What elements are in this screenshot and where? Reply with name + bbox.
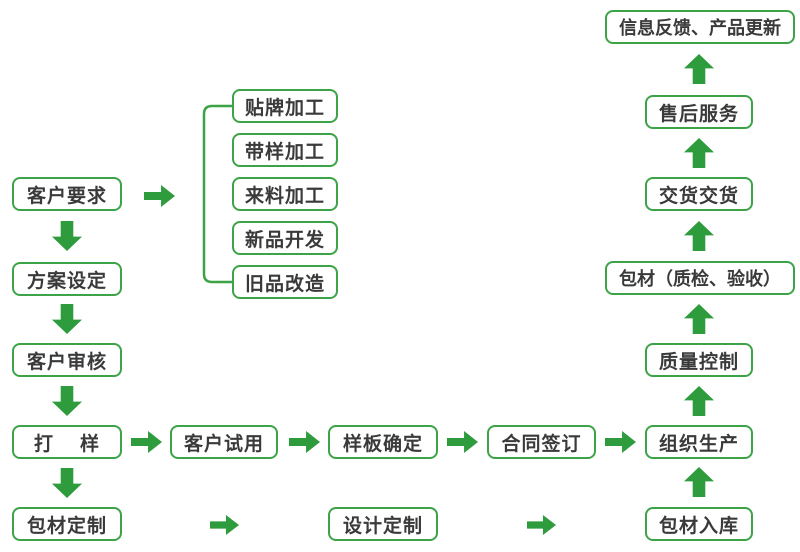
arrow-right-icon	[144, 185, 175, 207]
arrow-up-icon	[684, 138, 714, 168]
arrow-down-icon	[52, 221, 82, 251]
arrow-up-icon	[684, 467, 714, 497]
node-customer-request: 客户要求	[12, 177, 122, 211]
node-packaging-storage: 包材入库	[645, 507, 753, 541]
node-customer-trial: 客户试用	[170, 425, 278, 459]
arrow-down-icon	[52, 468, 82, 498]
arrow-right-icon	[131, 431, 162, 453]
node-sample-confirm: 样板确定	[328, 425, 438, 459]
arrow-right-icon	[447, 431, 478, 453]
node-plan-setting: 方案设定	[12, 262, 122, 296]
arrow-up-icon	[684, 386, 714, 416]
node-production: 组织生产	[645, 425, 753, 459]
node-contract-sign: 合同签订	[487, 425, 596, 459]
node-design-custom: 设计定制	[328, 507, 438, 541]
arrow-down-icon	[52, 386, 82, 416]
node-proofing-label-right: 样	[79, 433, 100, 455]
arrow-right-icon	[527, 515, 556, 535]
branch-bracket-connector	[202, 104, 234, 284]
arrow-right-icon	[605, 431, 636, 453]
node-proofing-label-left: 打	[34, 433, 55, 455]
node-proofing: 打 样	[12, 425, 122, 459]
arrow-right-icon	[210, 515, 239, 535]
node-packaging-inspection: 包材（质检、验收）	[605, 261, 795, 295]
arrow-up-icon	[684, 54, 714, 84]
node-delivery: 交货交货	[645, 177, 753, 211]
arrow-up-icon	[684, 304, 714, 334]
node-after-sales: 售后服务	[645, 95, 753, 129]
node-sample-processing: 带样加工	[232, 133, 338, 167]
node-feedback-update: 信息反馈、产品更新	[605, 10, 795, 44]
node-customer-review: 客户审核	[12, 343, 122, 377]
arrow-up-icon	[684, 221, 714, 251]
node-quality-control: 质量控制	[645, 343, 753, 377]
arrow-right-icon	[289, 431, 320, 453]
arrow-down-icon	[52, 304, 82, 334]
node-packaging-custom: 包材定制	[12, 507, 122, 541]
node-old-product-rework: 旧品改造	[232, 265, 338, 299]
node-incoming-material-processing: 来料加工	[232, 177, 338, 211]
node-oem-processing: 贴牌加工	[232, 89, 338, 123]
node-new-product-dev: 新品开发	[232, 221, 338, 255]
